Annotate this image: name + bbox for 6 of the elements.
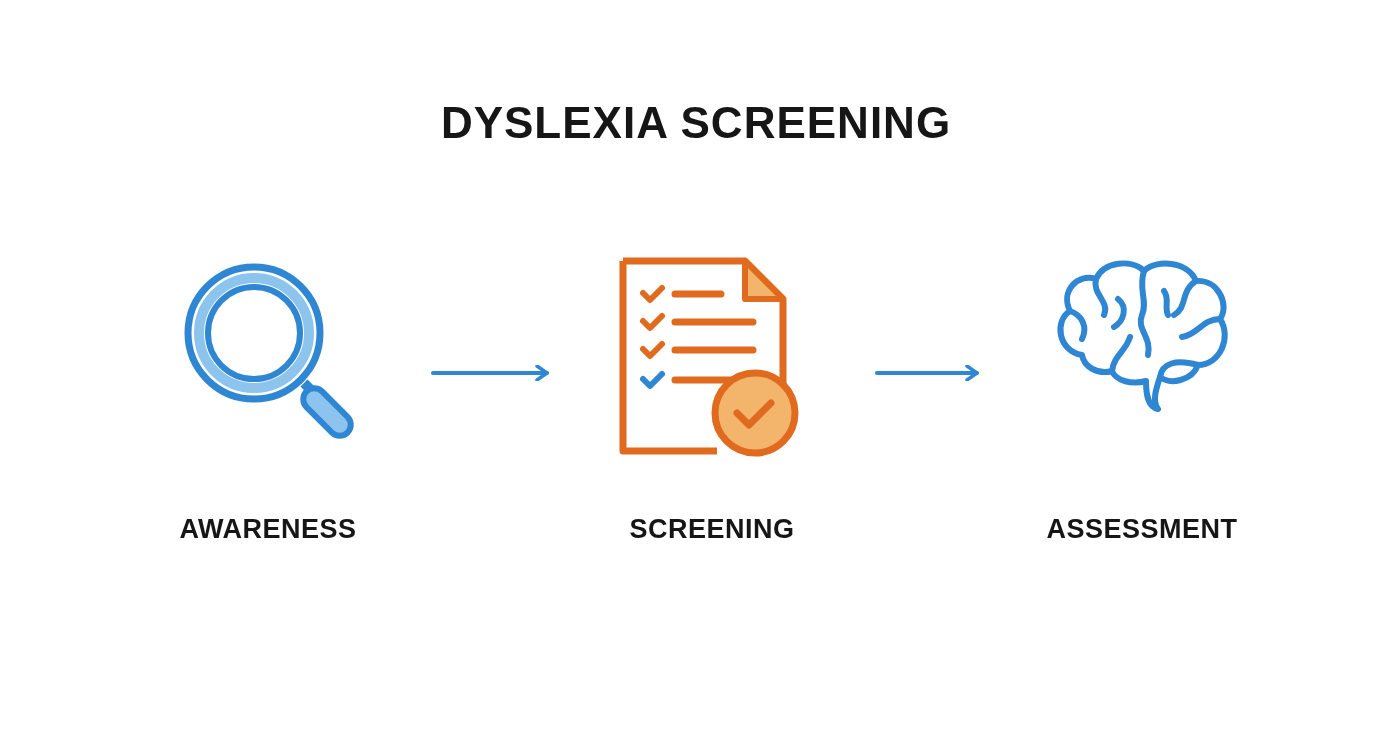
step-label: ASSESSMENT xyxy=(1046,514,1238,545)
step-label: AWARENESS xyxy=(179,514,357,545)
step-label: SCREENING xyxy=(629,514,795,545)
diagram-title: DYSLEXIA SCREENING xyxy=(440,98,952,148)
arrow xyxy=(875,364,979,382)
arrow xyxy=(431,364,549,382)
